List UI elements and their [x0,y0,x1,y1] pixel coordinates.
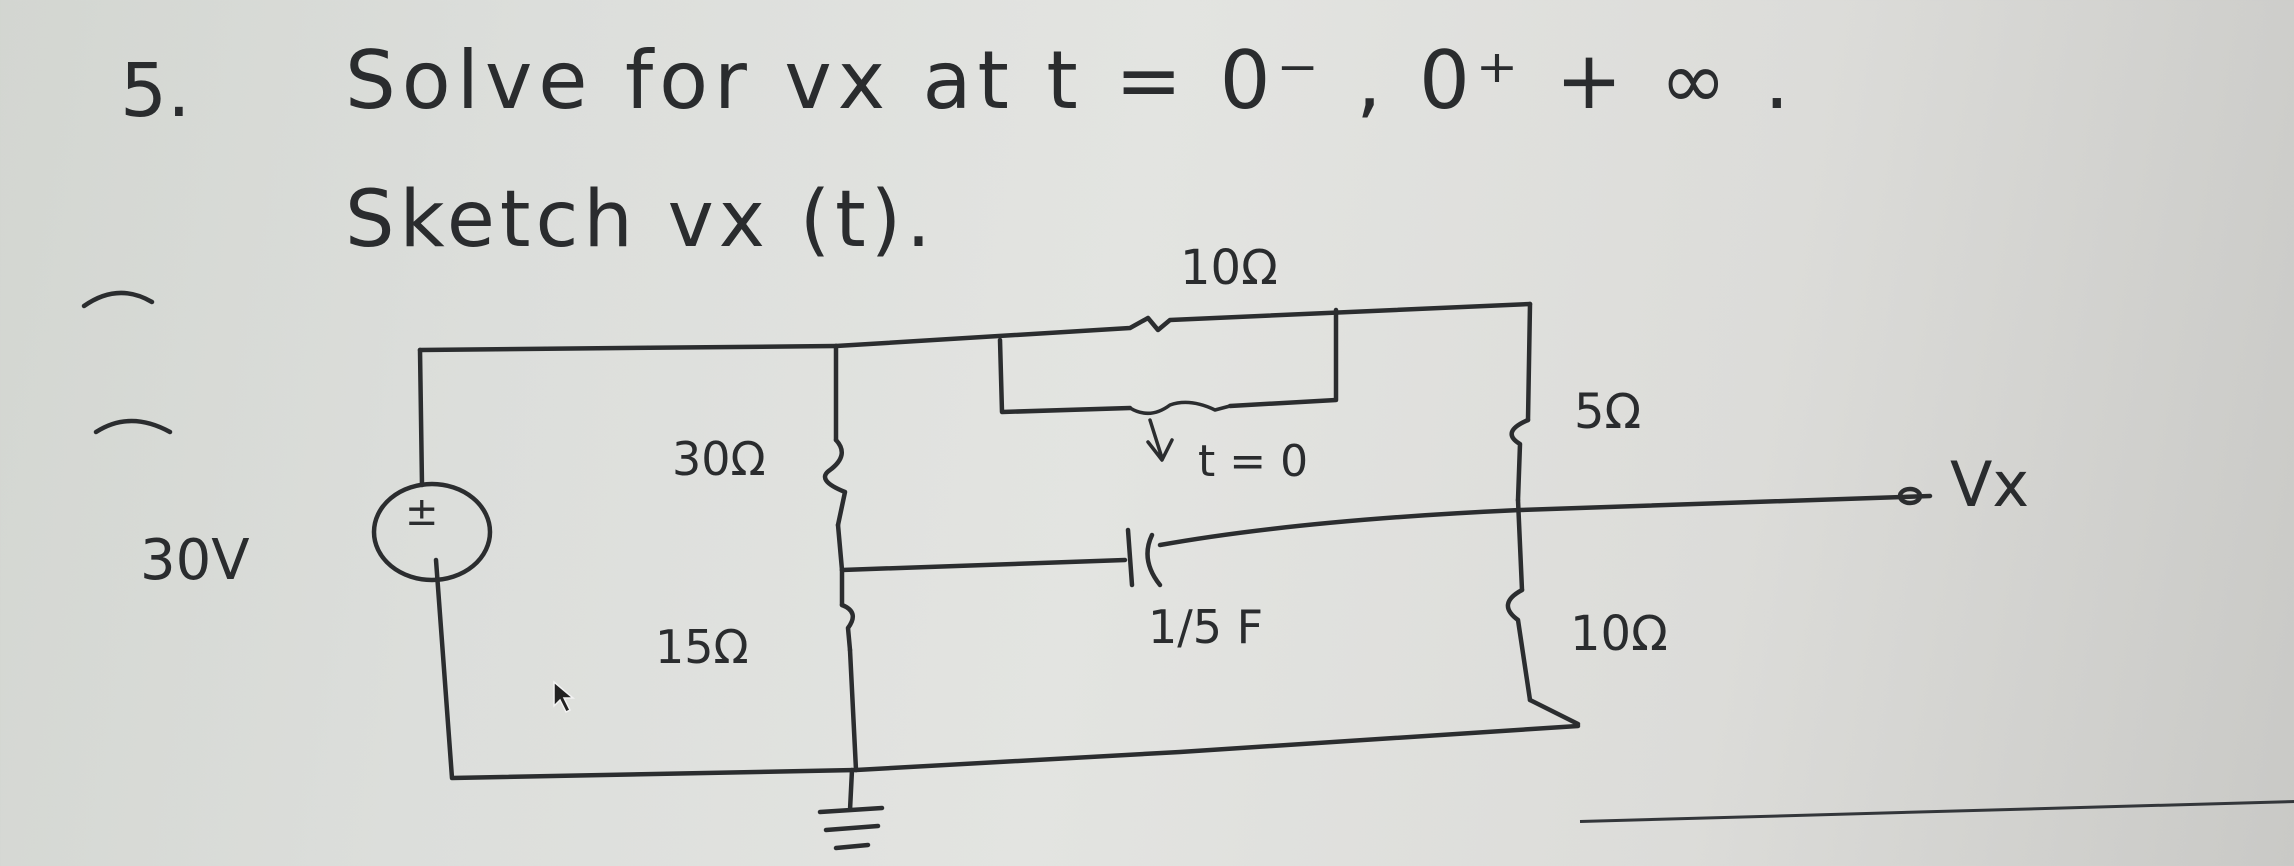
voltage-source-icon [371,481,493,583]
mouse-pointer-icon [553,680,576,714]
output-terminal [1897,486,1923,506]
wire-bottom-return [853,723,1581,773]
label-output-vx: Vx [1950,448,2030,521]
wire-right-bottom [1527,697,1581,727]
wire-capacitor-left [839,557,1128,573]
problem-statement-line1: Solve for vx at t = 0⁻ , 0⁺ + ∞ . [345,34,1796,127]
margin-mark-2 [93,418,173,435]
problem-number: 5. [120,48,191,134]
svg-text:±: ± [405,489,439,535]
wire-right-mid [1515,497,1525,593]
problem-statement-line2: Sketch vx (t). [345,175,936,265]
switch-contact [1128,400,1232,415]
label-r-left-bottom: 15Ω [655,620,749,674]
wire-source-down [433,557,859,781]
label-switch-time: t = 0 [1198,436,1309,487]
resistor-30-ohm [822,437,848,528]
label-r-right-top: 5Ω [1574,384,1642,440]
wire-capacitor-right [1157,493,1933,548]
wire-left-branch-mid [835,522,845,573]
label-capacitor: 1/5 F [1148,600,1264,654]
switch-box [997,307,1339,415]
source-value-label: 30V [140,528,250,593]
ground-symbol-icon [817,767,885,851]
label-r-left-top: 30Ω [672,432,766,486]
wire-right-top [1525,301,1533,423]
capacitor-plate-left [1125,527,1135,588]
label-r-right-bottom: 10Ω [1570,606,1668,662]
margin-mark-1 [81,290,155,309]
wire-left-branch-bottom [839,567,859,773]
switch-arrow [1146,418,1174,462]
wire-top-left [417,343,839,353]
resistor-15-ohm [839,602,856,653]
wire-source-up [417,347,425,488]
wire-top-to-resistor [833,301,1533,349]
resistor-10-ohm-bottom [1505,587,1533,703]
label-r-top: 10Ω [1180,240,1278,296]
capacitor-plate-right [1145,532,1163,588]
resistor-5-ohm [1509,417,1531,503]
